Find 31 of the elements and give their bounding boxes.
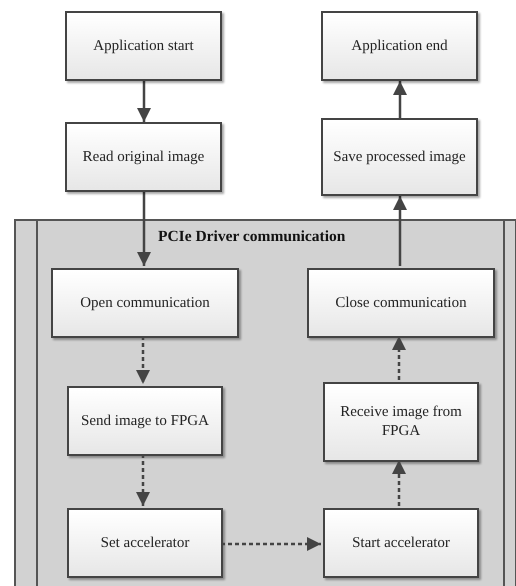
arrow xyxy=(393,81,407,118)
arrow xyxy=(392,460,406,506)
process-box xyxy=(67,508,223,578)
process-box xyxy=(307,268,495,338)
process-box xyxy=(65,11,222,81)
box-label: Start accelerator xyxy=(352,534,450,552)
process-box xyxy=(321,11,478,81)
arrow xyxy=(392,336,406,380)
box-label: Open communication xyxy=(80,294,210,312)
box-label: Application start xyxy=(93,36,194,56)
box-label: Save processed image xyxy=(333,148,466,166)
arrow xyxy=(393,196,407,266)
box-label: Close communication xyxy=(335,294,467,312)
process-box xyxy=(51,268,239,338)
arrow xyxy=(136,454,150,506)
box-label: Application end xyxy=(351,36,448,56)
process-box xyxy=(323,382,479,462)
process-box xyxy=(321,118,478,196)
arrow xyxy=(137,192,151,266)
process-box xyxy=(67,386,223,456)
group-panel xyxy=(14,219,516,586)
arrow xyxy=(137,81,151,122)
process-box xyxy=(323,508,479,578)
box-label: Set accelerator xyxy=(100,534,190,552)
process-box xyxy=(65,122,222,192)
box-label: Read original image xyxy=(82,148,204,166)
arrow xyxy=(221,537,321,551)
box-label: Receive image from FPGA xyxy=(339,403,463,441)
arrow xyxy=(136,336,150,384)
box-label: Send image to FPGA xyxy=(81,412,209,430)
group-title: PCIe Driver communication xyxy=(158,228,346,246)
